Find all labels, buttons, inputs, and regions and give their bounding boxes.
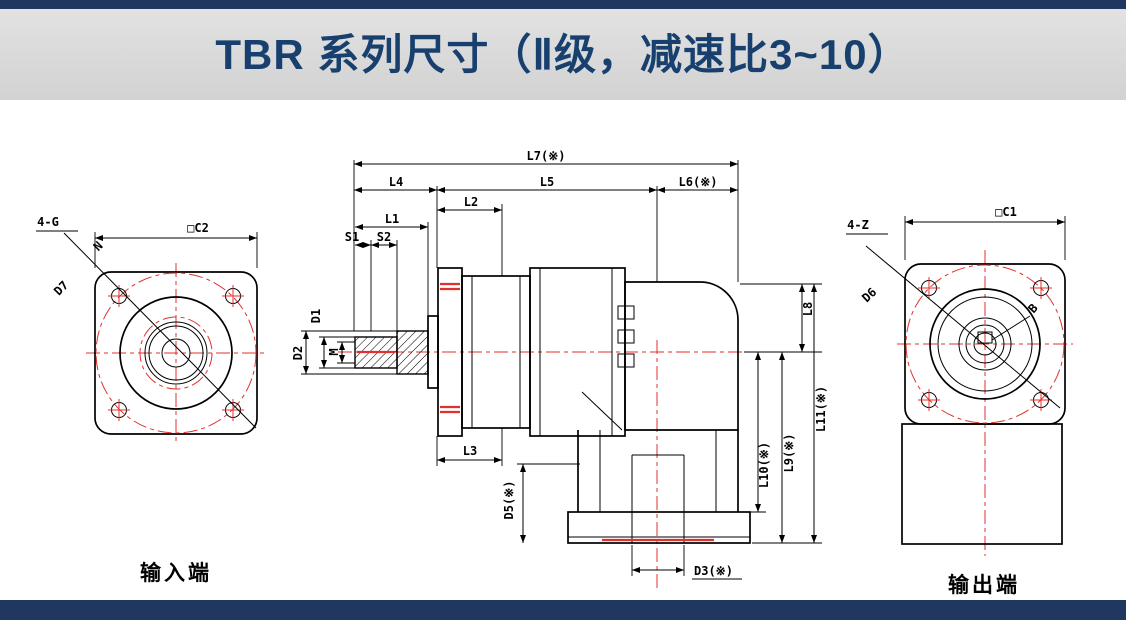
output-leg bbox=[577, 430, 739, 543]
input-flange-view: 4-G □C2 N D7 bbox=[36, 215, 266, 443]
output-bolt-count-label: 4-Z bbox=[847, 218, 869, 232]
output-diagonal-leader bbox=[865, 245, 1061, 409]
dim-label-d5: D5(※) bbox=[502, 481, 516, 520]
dim-label-d3: D3(※) bbox=[694, 564, 733, 578]
output-key-label: B bbox=[1025, 301, 1040, 316]
dim-label-l1: L1 bbox=[385, 212, 399, 226]
input-bolt-count-label: 4-G bbox=[37, 215, 59, 229]
title-banner: TBR 系列尺寸（Ⅱ级，减速比3~10） bbox=[0, 9, 1126, 100]
dim-label-l9: L9(※) bbox=[782, 434, 796, 473]
input-square-label: □C2 bbox=[187, 221, 209, 235]
dim-label-s1: S1 bbox=[345, 230, 359, 244]
bottom-accent-bar bbox=[0, 600, 1126, 620]
top-dimensions: L7(※) L4 L5 L6(※) L2 L1 S1 S2 bbox=[345, 149, 739, 331]
input-pin-label: N bbox=[91, 239, 106, 254]
side-section-view: L7(※) L4 L5 L6(※) L2 L1 S1 S2 D2 bbox=[291, 149, 828, 588]
output-square-dim bbox=[904, 216, 1066, 260]
input-square-dim bbox=[94, 232, 258, 268]
dim-label-l4: L4 bbox=[389, 175, 403, 189]
dim-label-l10: L10(※) bbox=[757, 442, 771, 488]
output-view-caption: 输出端 bbox=[948, 573, 1020, 597]
right-angle-head bbox=[581, 281, 739, 431]
shaft-diameter-dimensions: D2 D1 M bbox=[291, 309, 397, 375]
base-flange bbox=[567, 511, 751, 544]
output-flange-view: 4-Z □C1 D6 B bbox=[846, 205, 1073, 556]
dim-label-s2: S2 bbox=[377, 230, 391, 244]
input-view-caption: 输入端 bbox=[140, 561, 212, 585]
output-keyway bbox=[977, 331, 993, 344]
page-title: TBR 系列尺寸（Ⅱ级，减速比3~10） bbox=[215, 31, 911, 78]
dim-label-m: M bbox=[327, 348, 341, 355]
top-accent-bar bbox=[0, 0, 1126, 9]
output-diagonal-label: D6 bbox=[859, 285, 879, 305]
dim-label-l8: L8 bbox=[801, 302, 815, 316]
dim-label-d1: D1 bbox=[309, 309, 323, 323]
dim-label-l5: L5 bbox=[540, 175, 554, 189]
dim-label-d2: D2 bbox=[291, 346, 305, 360]
dim-label-l6: L6(※) bbox=[679, 175, 718, 189]
output-bolt-holes bbox=[918, 277, 1052, 411]
bottom-dimensions: L3 D5(※) D3(※) bbox=[436, 428, 742, 580]
input-diagonal-leader bbox=[63, 232, 257, 429]
dim-label-l2: L2 bbox=[464, 195, 478, 209]
flange-red-marks bbox=[440, 282, 460, 414]
output-body-block bbox=[901, 423, 1063, 545]
dim-label-l7: L7(※) bbox=[527, 149, 566, 163]
dim-label-l3: L3 bbox=[463, 444, 477, 458]
output-square-label: □C1 bbox=[995, 205, 1017, 219]
dim-label-l11: L11(※) bbox=[814, 386, 828, 432]
input-diagonal-label: D7 bbox=[51, 278, 71, 298]
input-shaft bbox=[354, 330, 429, 375]
right-dimensions: L8 L11(※) L9(※) L10(※) bbox=[740, 283, 828, 544]
